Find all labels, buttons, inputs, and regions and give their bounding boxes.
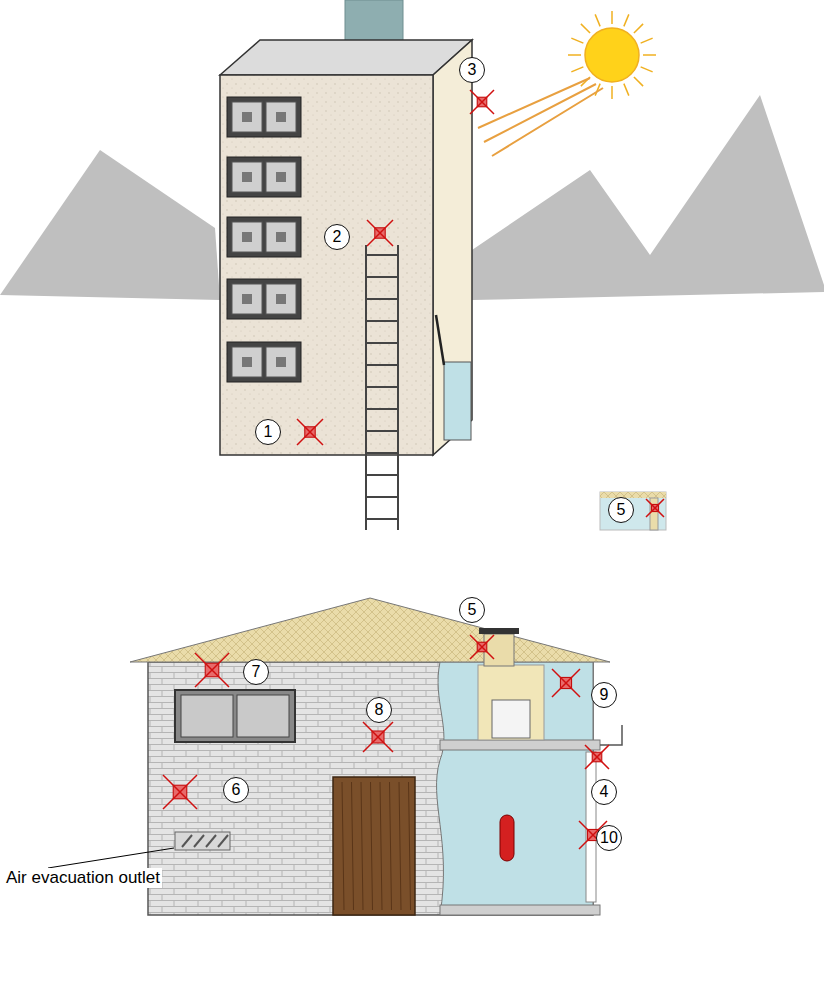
mountain (472, 95, 824, 300)
roof-detail-inset (600, 492, 666, 530)
callout-number: 8 (366, 697, 392, 723)
callout-number: 3 (459, 57, 485, 83)
mountain (0, 150, 220, 300)
callout-number: 2 (324, 224, 350, 250)
callout-number: 10 (596, 825, 622, 851)
ladder (366, 245, 398, 530)
problem-marks (163, 90, 664, 849)
callout-number: 7 (243, 659, 269, 685)
callout-number: 9 (591, 682, 617, 708)
part-label: Air evacuation outlet (4, 868, 162, 888)
callout-number: 6 (223, 777, 249, 803)
apartment-building (220, 0, 472, 455)
callout-number: 5 (608, 497, 634, 523)
sun (478, 11, 656, 156)
callout-number: 4 (591, 779, 617, 805)
callout-number: 5 (459, 597, 485, 623)
callout-number: 1 (255, 419, 281, 445)
